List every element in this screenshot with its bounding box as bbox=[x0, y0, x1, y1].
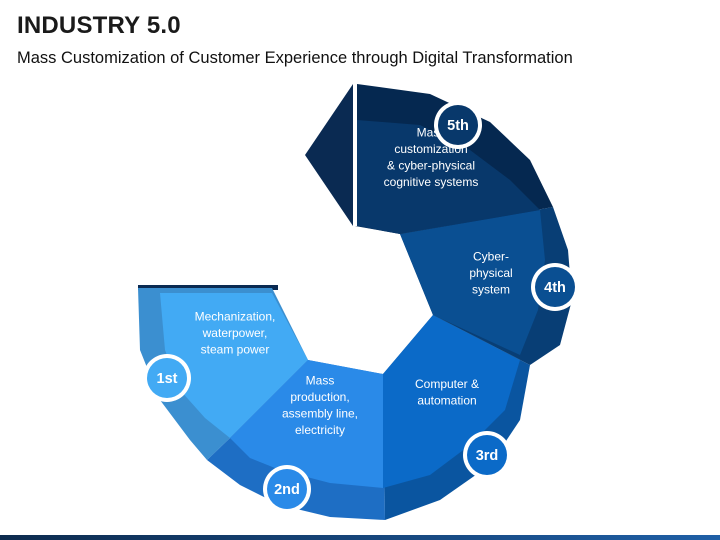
badge-disc bbox=[535, 267, 575, 307]
stage-2-description-line: assembly line, bbox=[282, 406, 358, 420]
stage-1-description-line: Mechanization, bbox=[195, 310, 276, 324]
stage-1-badge-label: 1st bbox=[157, 371, 178, 387]
stage-3-description: Computer & automation bbox=[415, 377, 479, 408]
stage-5-description-line: cognitive systems bbox=[384, 175, 479, 189]
stage-2-description-line: electricity bbox=[295, 423, 345, 437]
badge-disc bbox=[147, 358, 187, 398]
page-title: INDUSTRY 5.0 bbox=[17, 12, 181, 39]
stage-4-description-line: physical bbox=[469, 266, 512, 280]
stage-1-description-line: waterpower, bbox=[202, 326, 268, 340]
stage-2-segment bbox=[230, 360, 383, 488]
stage-1-description-line: steam power bbox=[201, 343, 270, 357]
stage-4-description: Cyber-physical system bbox=[469, 250, 512, 297]
stage-2-description-line: Mass bbox=[306, 373, 335, 387]
badge-disc bbox=[438, 105, 478, 145]
stage-3-description-line: automation bbox=[417, 393, 476, 407]
stage-2-description-line: production, bbox=[290, 390, 349, 404]
stage-2-badge-label: 2nd bbox=[274, 482, 300, 498]
stage-4-description-line: Cyber- bbox=[473, 250, 509, 264]
stage-2-badge: 2nd bbox=[263, 465, 311, 513]
badge-disc bbox=[267, 469, 307, 509]
page-subtitle: Mass Customization of Customer Experienc… bbox=[17, 49, 573, 67]
stage-1-description: Mechanization, waterpower, steam power bbox=[195, 310, 276, 357]
stage-4-segment bbox=[400, 210, 545, 355]
badge-disc bbox=[467, 435, 507, 475]
cycle-arrow-head bbox=[305, 84, 353, 226]
stage-4-description-line: system bbox=[472, 283, 510, 297]
stage-3-segment bbox=[383, 315, 520, 488]
stage-3-badge-label: 3rd bbox=[476, 448, 499, 464]
arrow-separator bbox=[353, 84, 357, 226]
stage-2-description: Mass production, assembly line, electricity bbox=[282, 373, 358, 437]
stage-1-segment bbox=[160, 293, 308, 438]
stage-1-badge: 1st bbox=[143, 354, 191, 402]
stage-4-badge: 4th bbox=[531, 263, 579, 311]
stage-5-segment bbox=[357, 120, 540, 234]
stage-3-description-line: Computer & bbox=[415, 377, 479, 391]
stage-5-badge-label: 5th bbox=[447, 118, 469, 134]
stage-3-badge: 3rd bbox=[463, 431, 511, 479]
stage-4-badge-label: 4th bbox=[544, 280, 566, 296]
stage-5-description-line: & cyber-physical bbox=[387, 158, 475, 172]
stage-5-badge: 5th bbox=[434, 101, 482, 149]
bottom-accent-bar bbox=[0, 535, 720, 540]
